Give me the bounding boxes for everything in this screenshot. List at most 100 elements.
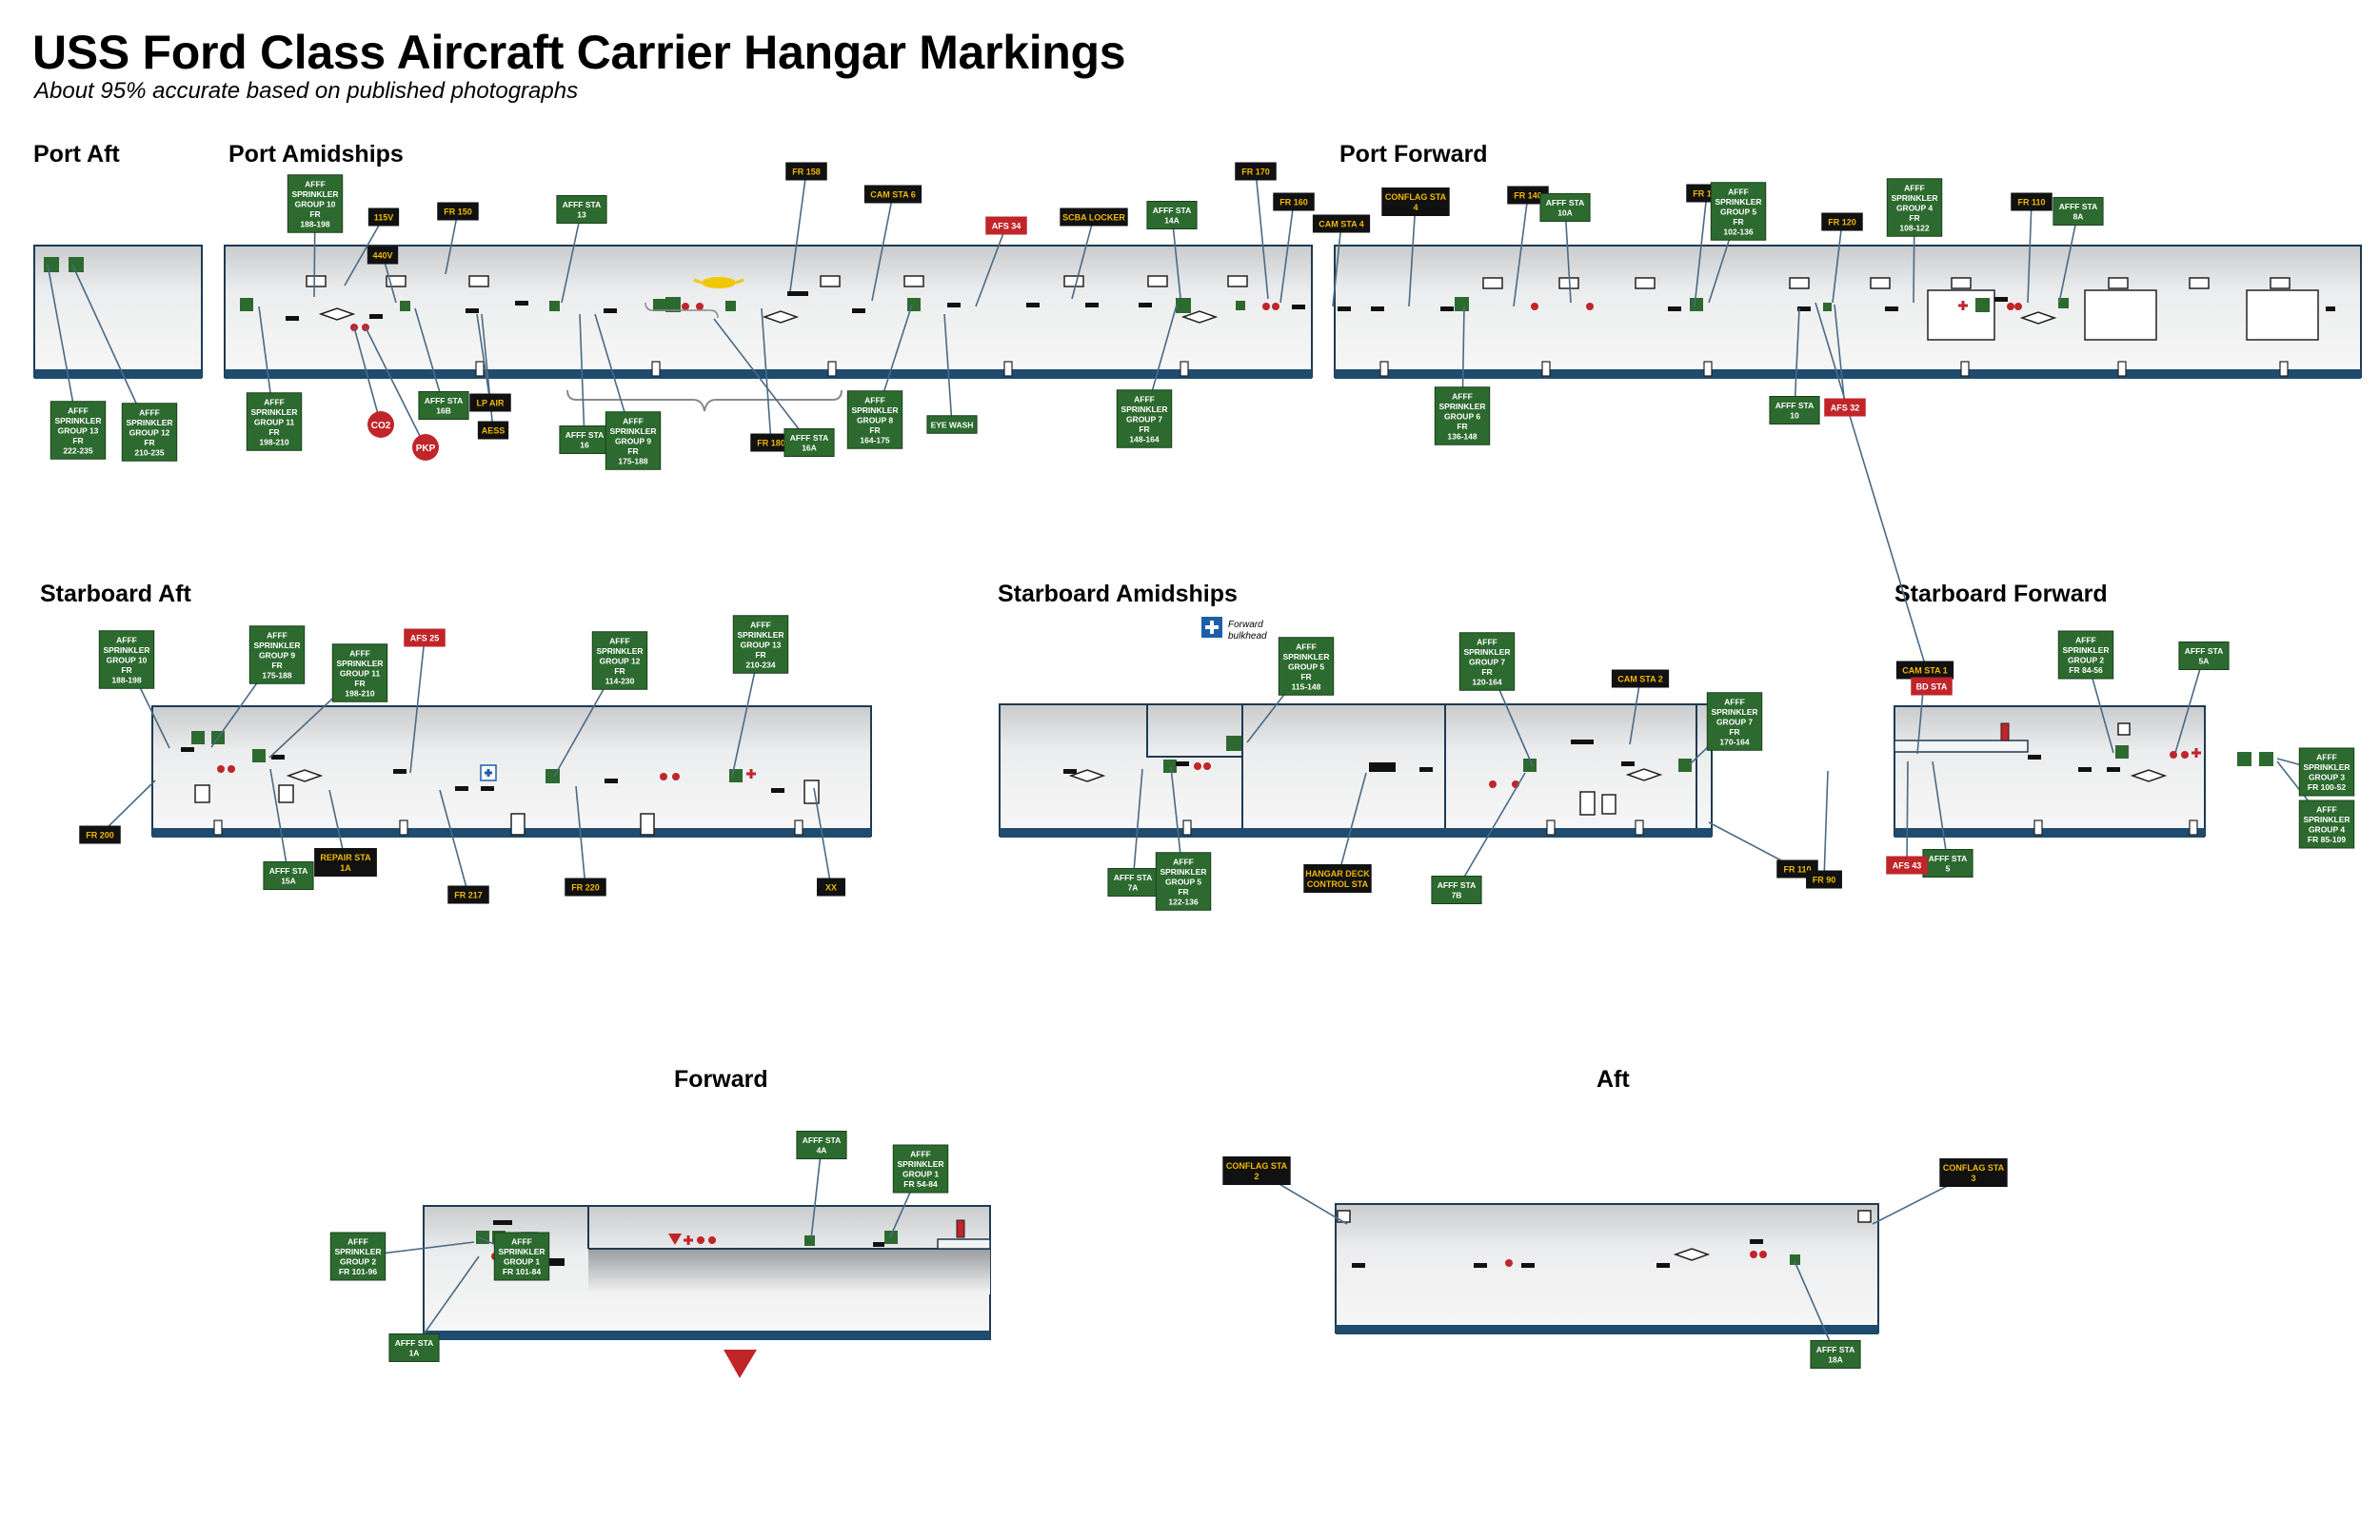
label-text: FR 100-52 (2308, 782, 2346, 792)
leader-line (439, 789, 469, 896)
leader-line (1694, 192, 1708, 307)
label-text: FR (1733, 217, 1743, 227)
label-text: SPRINKLER (498, 1247, 545, 1256)
label-text: 114-230 (605, 676, 635, 685)
marking-label: FR 110 (2011, 192, 2053, 211)
label-text: 164-175 (860, 435, 889, 444)
label-text: CONFLAG STA (1943, 1163, 2005, 1173)
label-text: FR 180 (757, 439, 785, 448)
label-text: AFFF STA (790, 433, 828, 443)
label-text: SPRINKLER (897, 1159, 943, 1169)
marking-label: FR 150 (437, 202, 479, 221)
label-text: GROUP 10 (107, 655, 148, 664)
in-bay-dashes (181, 291, 2335, 1268)
marking-label: LP AIR (469, 393, 511, 412)
label-text: HANGAR DECK (1305, 869, 1370, 879)
label-text: FR (72, 436, 83, 445)
red-label: AFS 43 (1886, 856, 1928, 875)
leader-line (2027, 201, 2033, 304)
marking-label: FR 170 (1235, 162, 1277, 181)
label-text: SCBA LOCKER (1062, 213, 1125, 223)
label-text: SPRINKLER (596, 646, 643, 656)
leader-line (761, 307, 772, 444)
label-text: AFFF STA (1153, 206, 1191, 215)
label-text: 1A (409, 1349, 420, 1358)
label-text: GROUP 9 (615, 436, 651, 445)
leader-line (1932, 760, 1949, 864)
bay-port-aft (33, 245, 203, 379)
label-text: FR 120 (1828, 218, 1856, 227)
label-text: GROUP 6 (1444, 411, 1480, 421)
label-text: 5A (2199, 657, 2210, 666)
leader-line (344, 216, 385, 286)
leader-line (1823, 770, 1829, 880)
label-text: SPRINKLER (253, 641, 300, 650)
leader-line (1815, 302, 1933, 687)
label-text: GROUP 11 (254, 417, 295, 426)
label-text: EYE WASH (931, 420, 974, 429)
label-text: AFFF (609, 636, 630, 645)
label-text: SPRINKLER (54, 416, 101, 425)
marking-label: FR 140 (1507, 186, 1549, 205)
label-text: FR 101-96 (339, 1267, 377, 1276)
leader-line (575, 785, 586, 888)
label-text: CAM STA 2 (1617, 675, 1663, 684)
afff-label: EYE WASH (926, 415, 978, 434)
diamond-markers (286, 307, 2168, 1261)
label-text: GROUP 12 (129, 427, 170, 437)
label-text: GROUP 2 (2068, 656, 2104, 665)
label-text: AFFF (1724, 697, 1745, 706)
label-text: GROUP 13 (741, 640, 782, 649)
label-text: 120-164 (1472, 677, 1501, 686)
bay-starboard-amidships (999, 703, 1713, 838)
marker-text: PKP (416, 444, 436, 454)
label-text: 3 (1971, 1174, 1975, 1183)
pkp-marker: PKP (412, 434, 439, 461)
label-text: AFFF (1904, 183, 1925, 192)
co2-marker: CO2 (367, 411, 394, 438)
red-fixtures (668, 722, 2010, 1378)
label-text: GROUP 7 (1126, 414, 1162, 424)
leader-line (561, 208, 583, 304)
marking-label: CAM STA 2 (1611, 669, 1670, 688)
label-text: FR (755, 650, 765, 660)
label-text: LP AIR (476, 399, 505, 408)
label-text: GROUP 5 (1720, 207, 1756, 216)
red-label: AFS 32 (1824, 398, 1866, 417)
label-text: FR (1729, 727, 1739, 737)
label-text: 5 (1946, 864, 1951, 874)
label-text: AFFF (116, 635, 137, 644)
leader-line (1794, 307, 1800, 411)
marking-label: XX (817, 878, 845, 897)
label-text: GROUP 10 (295, 199, 336, 208)
label-text: AFFF (347, 1237, 368, 1247)
label-text: AFS 32 (1831, 404, 1860, 413)
label-text: FR (1300, 672, 1311, 681)
label-text: FR (309, 209, 320, 219)
leader-line (476, 313, 491, 404)
marking-label: 440V (367, 246, 399, 265)
leader-line (1513, 194, 1529, 307)
label-text: AFFF (349, 648, 370, 658)
label-text: 115V (374, 213, 394, 223)
red-label: AFS 34 (985, 216, 1027, 235)
leader-line (2174, 655, 2205, 754)
label-text: 8A (2073, 212, 2084, 222)
label-text: CONFLAG STA (1385, 192, 1447, 202)
marking-label: FR 120 (1821, 212, 1863, 231)
leader-line (269, 768, 289, 877)
label-text: AFFF (68, 405, 89, 415)
label-text: 136-148 (1447, 431, 1477, 441)
label-text: AFFF (623, 416, 644, 425)
